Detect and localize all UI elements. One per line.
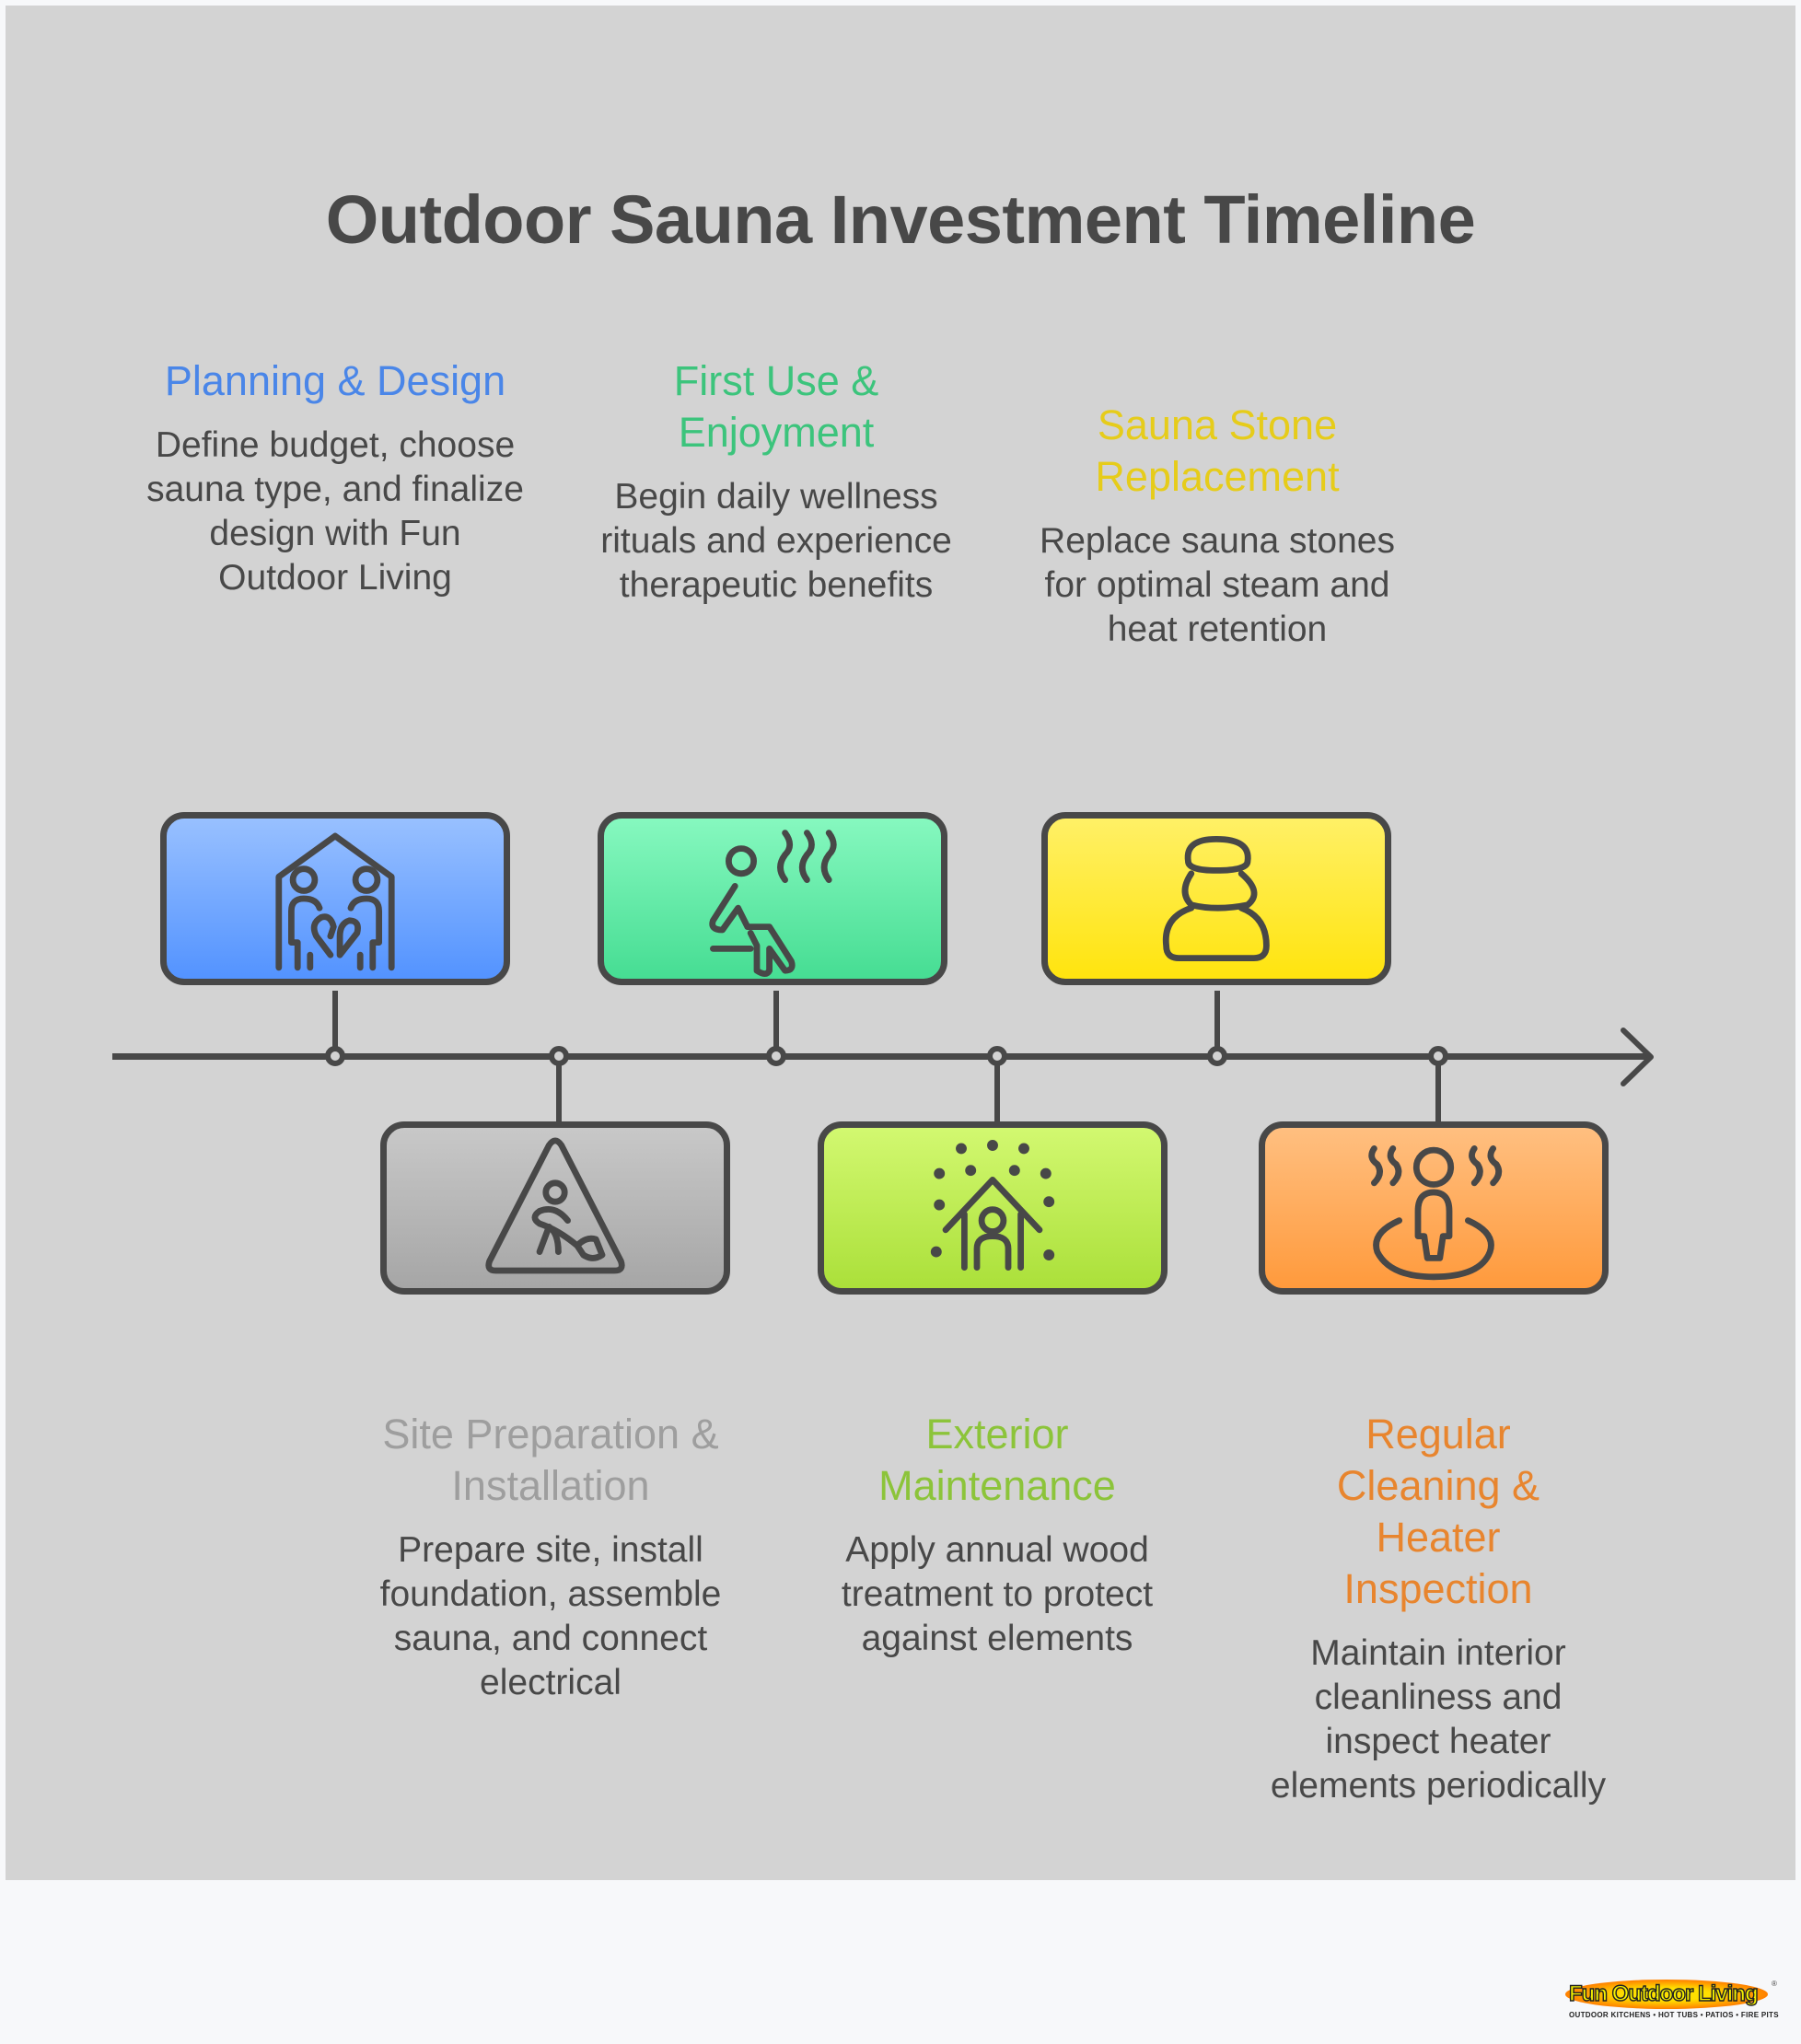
connector-stem: [332, 991, 338, 1055]
timeline-node: [325, 1046, 345, 1066]
stacked-stones-icon: [1162, 836, 1270, 961]
step-box-exterior-maintenance: [818, 1121, 1168, 1295]
step-label-exterior-maintenance: Exterior Maintenance Apply annual wood t…: [804, 1409, 1191, 1661]
timeline-node: [1207, 1046, 1227, 1066]
step-label-planning: Planning & Design Define budget, choose …: [142, 355, 529, 600]
brand-logo: Fun Outdoor Living ® OUTDOOR KITCHENS • …: [1565, 1980, 1779, 2022]
step-label-cleaning-inspection: Regular Cleaning & Heater Inspection Mai…: [1254, 1409, 1622, 1808]
step-label-site-preparation: Site Preparation & Installation Prepare …: [357, 1409, 744, 1705]
step-title: Planning & Design: [164, 357, 506, 404]
step-box-first-use: [598, 812, 947, 985]
step-box-cleaning-inspection: [1259, 1121, 1609, 1295]
step-description: Replace sauna stones for optimal steam a…: [1040, 521, 1395, 649]
step-description: Begin daily wellness rituals and experie…: [600, 477, 952, 605]
logo-brand-text: Fun Outdoor Living: [1568, 1980, 1759, 2006]
step-title: Sauna Stone Replacement: [1095, 401, 1340, 500]
connector-stem: [1214, 991, 1220, 1055]
timeline-node: [1428, 1046, 1448, 1066]
step-title: Regular Cleaning & Heater Inspection: [1336, 1411, 1540, 1612]
timeline-node: [987, 1046, 1007, 1066]
step-description: Apply annual wood treatment to protect a…: [841, 1530, 1154, 1658]
logo-swoosh: [1565, 1980, 1768, 2009]
step-description: Define budget, choose sauna type, and fi…: [146, 425, 524, 598]
step-box-stone-replacement: [1041, 812, 1391, 985]
connector-stem: [773, 991, 779, 1055]
step-description: Maintain interior cleanliness and inspec…: [1270, 1633, 1607, 1806]
step-title: Site Preparation & Installation: [382, 1411, 719, 1509]
timeline-node: [549, 1046, 569, 1066]
step-title: First Use & Enjoyment: [673, 357, 879, 456]
step-label-first-use: First Use & Enjoyment Begin daily wellne…: [583, 355, 970, 608]
hot-spring-person-icon: [1368, 1145, 1503, 1281]
construction-worker-icon: [485, 1137, 625, 1274]
connector-stem: [1435, 1059, 1441, 1123]
connector-stem: [994, 1059, 1000, 1123]
page-title: Outdoor Sauna Investment Timeline: [325, 181, 1476, 258]
family-house-icon: [275, 832, 395, 971]
step-description: Prepare site, install foundation, assemb…: [379, 1530, 722, 1702]
sauna-person-steam-icon: [709, 830, 837, 977]
registered-mark: ®: [1772, 1980, 1777, 1988]
connector-stem: [556, 1059, 562, 1123]
step-title: Exterior Maintenance: [878, 1411, 1116, 1509]
timeline-node: [766, 1046, 786, 1066]
logo-tagline: OUTDOOR KITCHENS • HOT TUBS • PATIOS • F…: [1569, 2011, 1779, 2019]
step-box-site-preparation: [380, 1121, 730, 1295]
house-person-dots-icon: [930, 1140, 1055, 1271]
step-box-planning: [160, 812, 510, 985]
arrow-head-icon: [1621, 1028, 1654, 1086]
step-label-stone-replacement: Sauna Stone Replacement Replace sauna st…: [1024, 400, 1411, 652]
timeline-axis: [112, 1053, 1650, 1060]
